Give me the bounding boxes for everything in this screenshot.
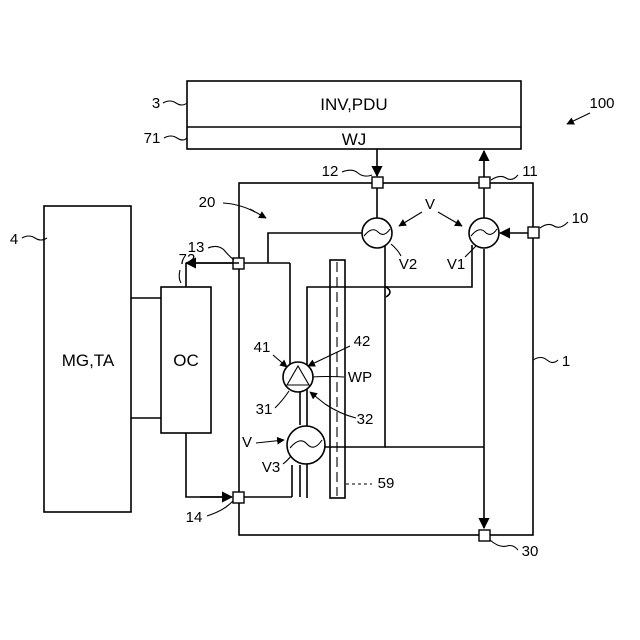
ref-14: 14 bbox=[186, 509, 203, 526]
ref-wp: WP bbox=[348, 369, 372, 386]
ref-v1: V1 bbox=[447, 256, 465, 273]
ref-4: 4 bbox=[10, 231, 18, 248]
inv-pdu-label: INV,PDU bbox=[320, 95, 387, 114]
wj-label: WJ bbox=[342, 130, 367, 149]
ref-3: 3 bbox=[152, 95, 160, 112]
ref-31: 31 bbox=[256, 401, 273, 418]
ref-12: 12 bbox=[322, 163, 339, 180]
ref-41: 41 bbox=[254, 339, 271, 356]
port-11 bbox=[479, 177, 490, 188]
ref-42: 42 bbox=[354, 333, 371, 350]
ref-v-top: V bbox=[425, 196, 435, 213]
port-12 bbox=[372, 177, 383, 188]
ref-72: 72 bbox=[179, 251, 196, 268]
ref-v2: V2 bbox=[399, 256, 417, 273]
ref-v-left: V bbox=[242, 434, 252, 451]
port-10 bbox=[528, 227, 539, 238]
oc-label: OC bbox=[173, 351, 199, 370]
ref-20: 20 bbox=[199, 194, 216, 211]
valve-v2 bbox=[362, 188, 392, 248]
ref-v3: V3 bbox=[262, 459, 280, 476]
ref-1: 1 bbox=[562, 353, 570, 370]
inv-pdu-unit: INV,PDU WJ bbox=[187, 81, 521, 149]
ref-10: 10 bbox=[572, 210, 589, 227]
ref-59: 59 bbox=[378, 475, 395, 492]
valve-v1 bbox=[469, 188, 499, 248]
mg-ta-label: MG,TA bbox=[62, 351, 115, 370]
water-pump bbox=[283, 362, 313, 392]
ref-71: 71 bbox=[144, 130, 161, 147]
ref-30: 30 bbox=[522, 543, 539, 560]
partition-59 bbox=[330, 260, 345, 498]
valve-v3 bbox=[287, 426, 325, 464]
ref-32: 32 bbox=[357, 411, 374, 428]
mg-ta-unit: MG,TA bbox=[44, 206, 131, 512]
port-14 bbox=[233, 492, 244, 503]
port-30 bbox=[479, 530, 490, 541]
oil-cooler: OC bbox=[161, 287, 211, 433]
ref-11: 11 bbox=[522, 163, 538, 180]
ref-100: 100 bbox=[589, 95, 614, 112]
